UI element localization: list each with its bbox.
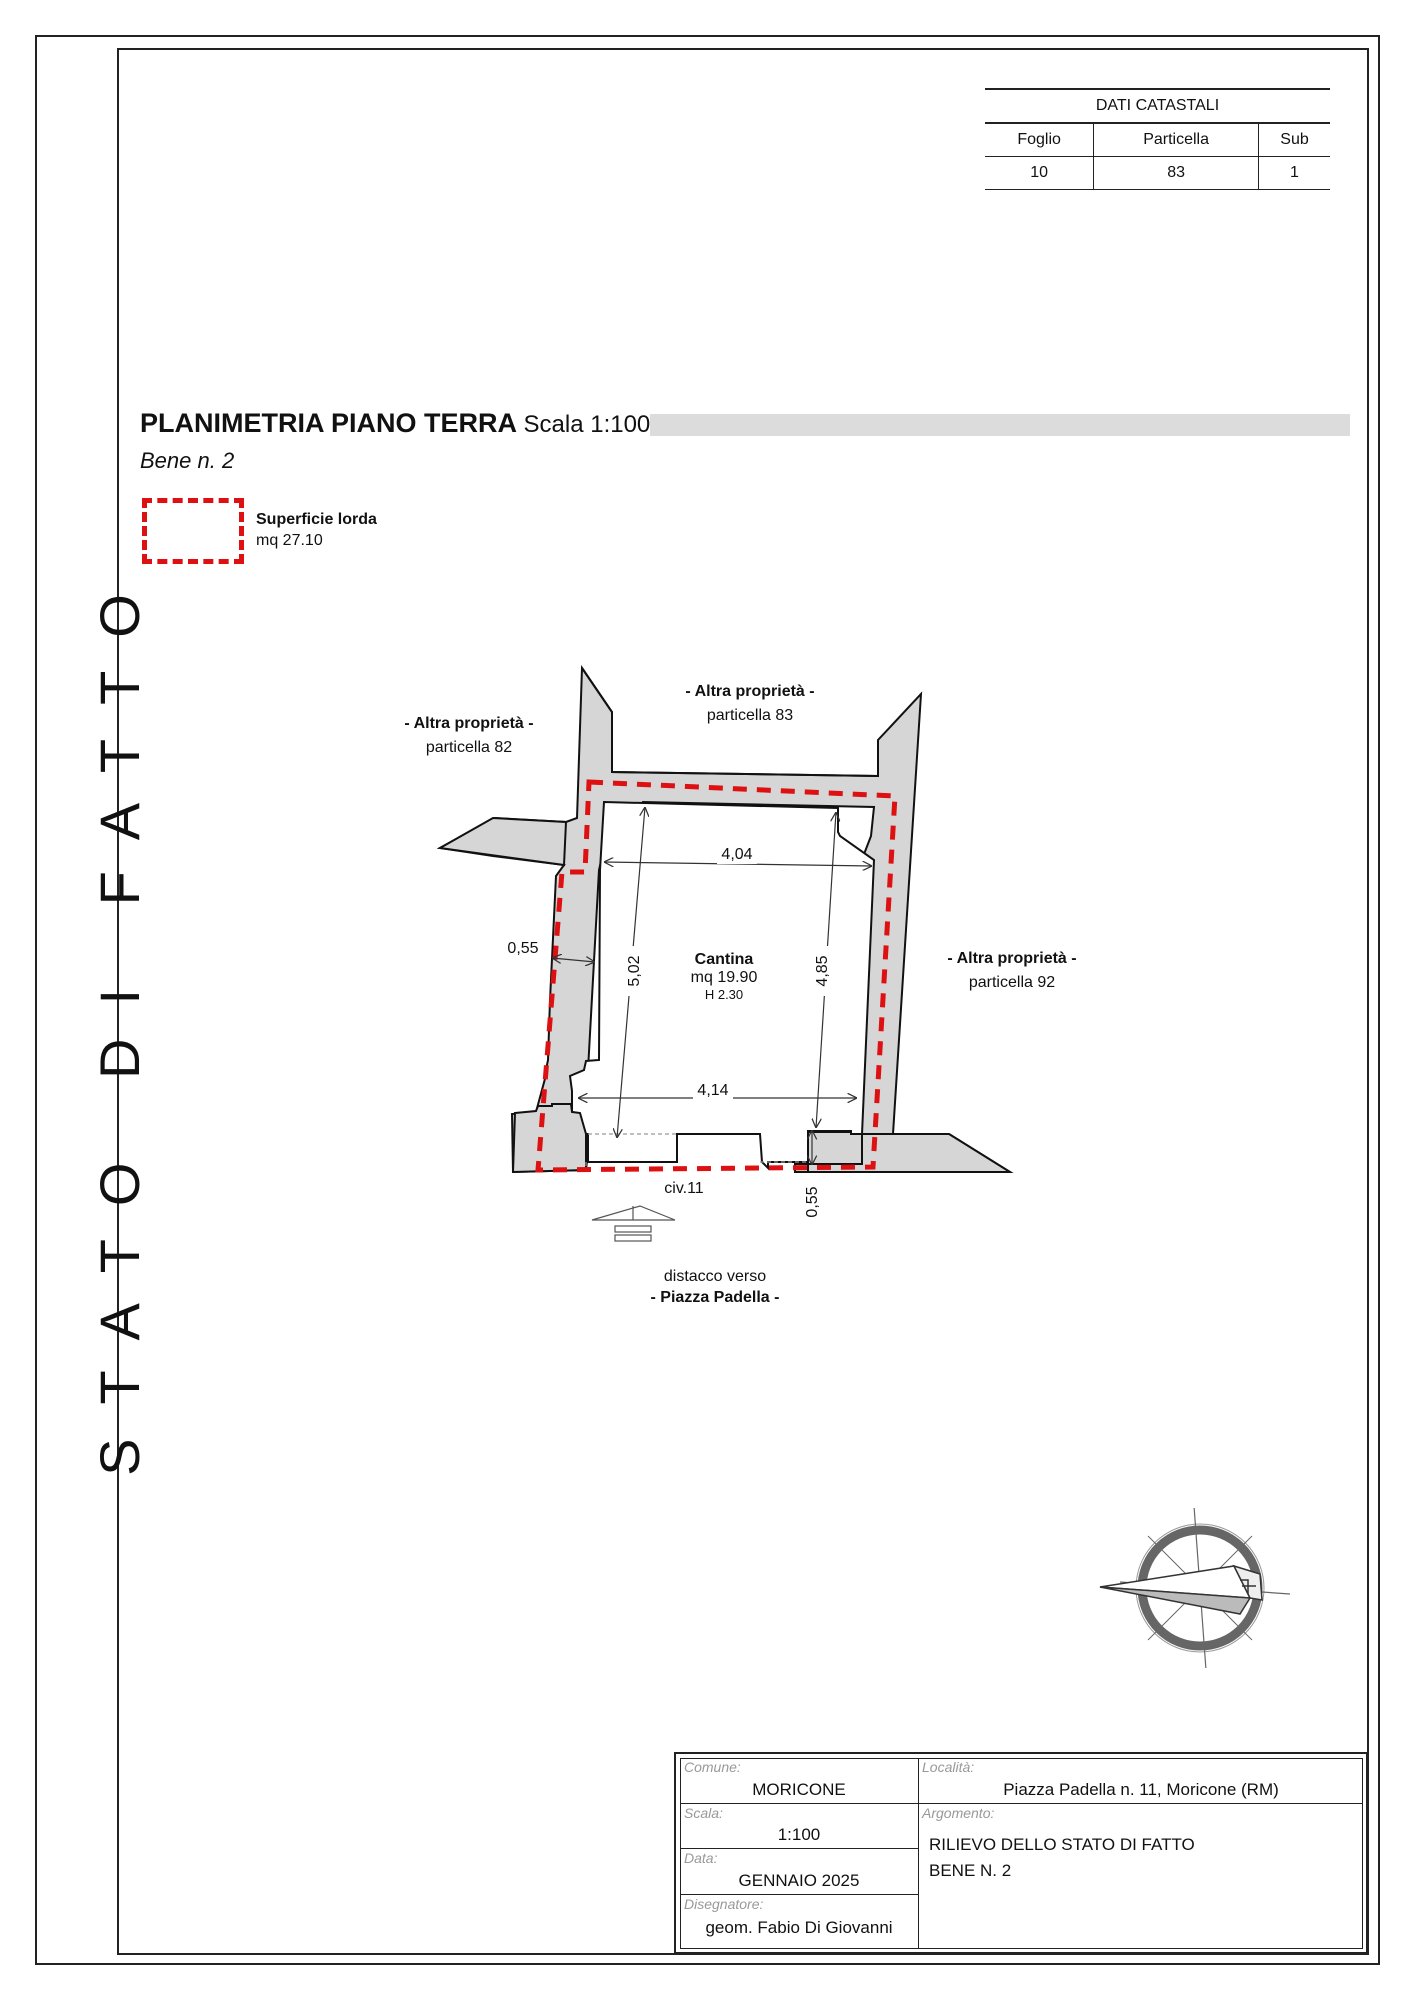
disegnatore-value: geom. Fabio Di Giovanni (705, 1918, 893, 1937)
dim-wall-left: 0,55 (507, 940, 539, 957)
argomento-line1: RILIEVO DELLO STATO DI FATTO (929, 1835, 1195, 1854)
comune-caption: Comune: (684, 1759, 741, 1775)
dim-left-depth: 5,02 (626, 946, 644, 996)
room-area: mq 19.90 (690, 969, 758, 986)
outer-frame (35, 35, 1380, 1965)
argomento-caption: Argomento: (922, 1805, 995, 1821)
localita-value: Piazza Padella n. 11, Moricone (RM) (1003, 1780, 1279, 1799)
room-height: H 2.30 (704, 987, 744, 1002)
dim-bottom-width: 4,14 (693, 1082, 733, 1100)
title-bar (650, 414, 1350, 436)
catasto-col-foglio: Foglio (985, 122, 1095, 157)
catasto-table: DATI CATASTALI Foglio Particella Sub 10 … (985, 88, 1330, 190)
catasto-val-particella: 83 (1093, 156, 1260, 190)
neighbor-82-title: - Altra proprietà - (404, 715, 534, 732)
localita-caption: Località: (922, 1759, 975, 1775)
entrance-arrow (591, 1205, 676, 1242)
title-block-inner (680, 1758, 1363, 1949)
neighbor-83: - Altra proprietà - particella 83 (675, 683, 825, 725)
title-block-divider (918, 1758, 919, 1949)
legend-value: mq 27.10 (256, 532, 323, 549)
left-spike (436, 816, 568, 867)
catasto-col-particella: Particella (1093, 122, 1260, 157)
scala-value: 1:100 (777, 1825, 821, 1844)
neighbor-92-sub: particella 92 (968, 974, 1056, 991)
gross-surface-outline (535, 779, 898, 1173)
catasto-val-foglio: 10 (985, 156, 1095, 190)
catasto-val-sub: 1 (1258, 156, 1330, 190)
direction-line1: distacco verso (663, 1268, 767, 1285)
neighbor-92: - Altra proprietà - particella 92 (937, 950, 1087, 992)
scala-caption: Scala: (684, 1805, 723, 1821)
catasto-header: DATI CATASTALI (985, 88, 1330, 123)
argomento-line2: BENE N. 2 (929, 1861, 1012, 1880)
compass-icon (1099, 1508, 1291, 1668)
neighbor-83-title: - Altra proprietà - (685, 683, 815, 700)
civic-number: civ.11 (664, 1180, 704, 1197)
room-label: Cantina mq 19.90 H 2.30 (664, 951, 784, 1002)
dim-wall-bottom: 0,55 (804, 1186, 821, 1218)
side-strip: STATO DI FATTO (48, 48, 151, 1955)
title-block (674, 1752, 1368, 1954)
title-block-row-line (680, 1803, 1363, 1804)
plan-scale: Scala 1:100 (523, 411, 651, 438)
data-caption: Data: (684, 1850, 718, 1866)
title-block-row-line (680, 1894, 918, 1895)
plan-title: PLANIMETRIA PIANO TERRA Scala 1:100 (140, 408, 650, 439)
legend-swatch (142, 498, 244, 564)
dim-right-depth: 4,85 (814, 946, 832, 996)
comune-value: MORICONE (752, 1780, 846, 1799)
plan-subtitle: Bene n. 2 (140, 448, 235, 473)
disegnatore-caption: Disegnatore: (684, 1896, 764, 1912)
left-pillar (511, 1103, 587, 1174)
legend-label: Superficie lorda (256, 511, 377, 528)
dim-top-width: 4,04 (717, 846, 757, 864)
plan-title-text: PLANIMETRIA PIANO TERRA (140, 408, 516, 438)
data-value: GENNAIO 2025 (738, 1871, 860, 1890)
room-name: Cantina (694, 951, 754, 968)
neighbor-83-sub: particella 83 (706, 707, 794, 724)
neighbor-82-sub: particella 82 (425, 739, 513, 756)
neighbor-82: - Altra proprietà - particella 82 (394, 715, 544, 757)
direction-line2: - Piazza Padella - (650, 1289, 780, 1306)
title-block-row-line (680, 1848, 918, 1849)
catasto-col-sub: Sub (1258, 122, 1330, 157)
neighbor-92-title: - Altra proprietà - (947, 950, 1077, 967)
right-top-wall (581, 667, 879, 778)
right-spike (807, 1133, 1014, 1173)
